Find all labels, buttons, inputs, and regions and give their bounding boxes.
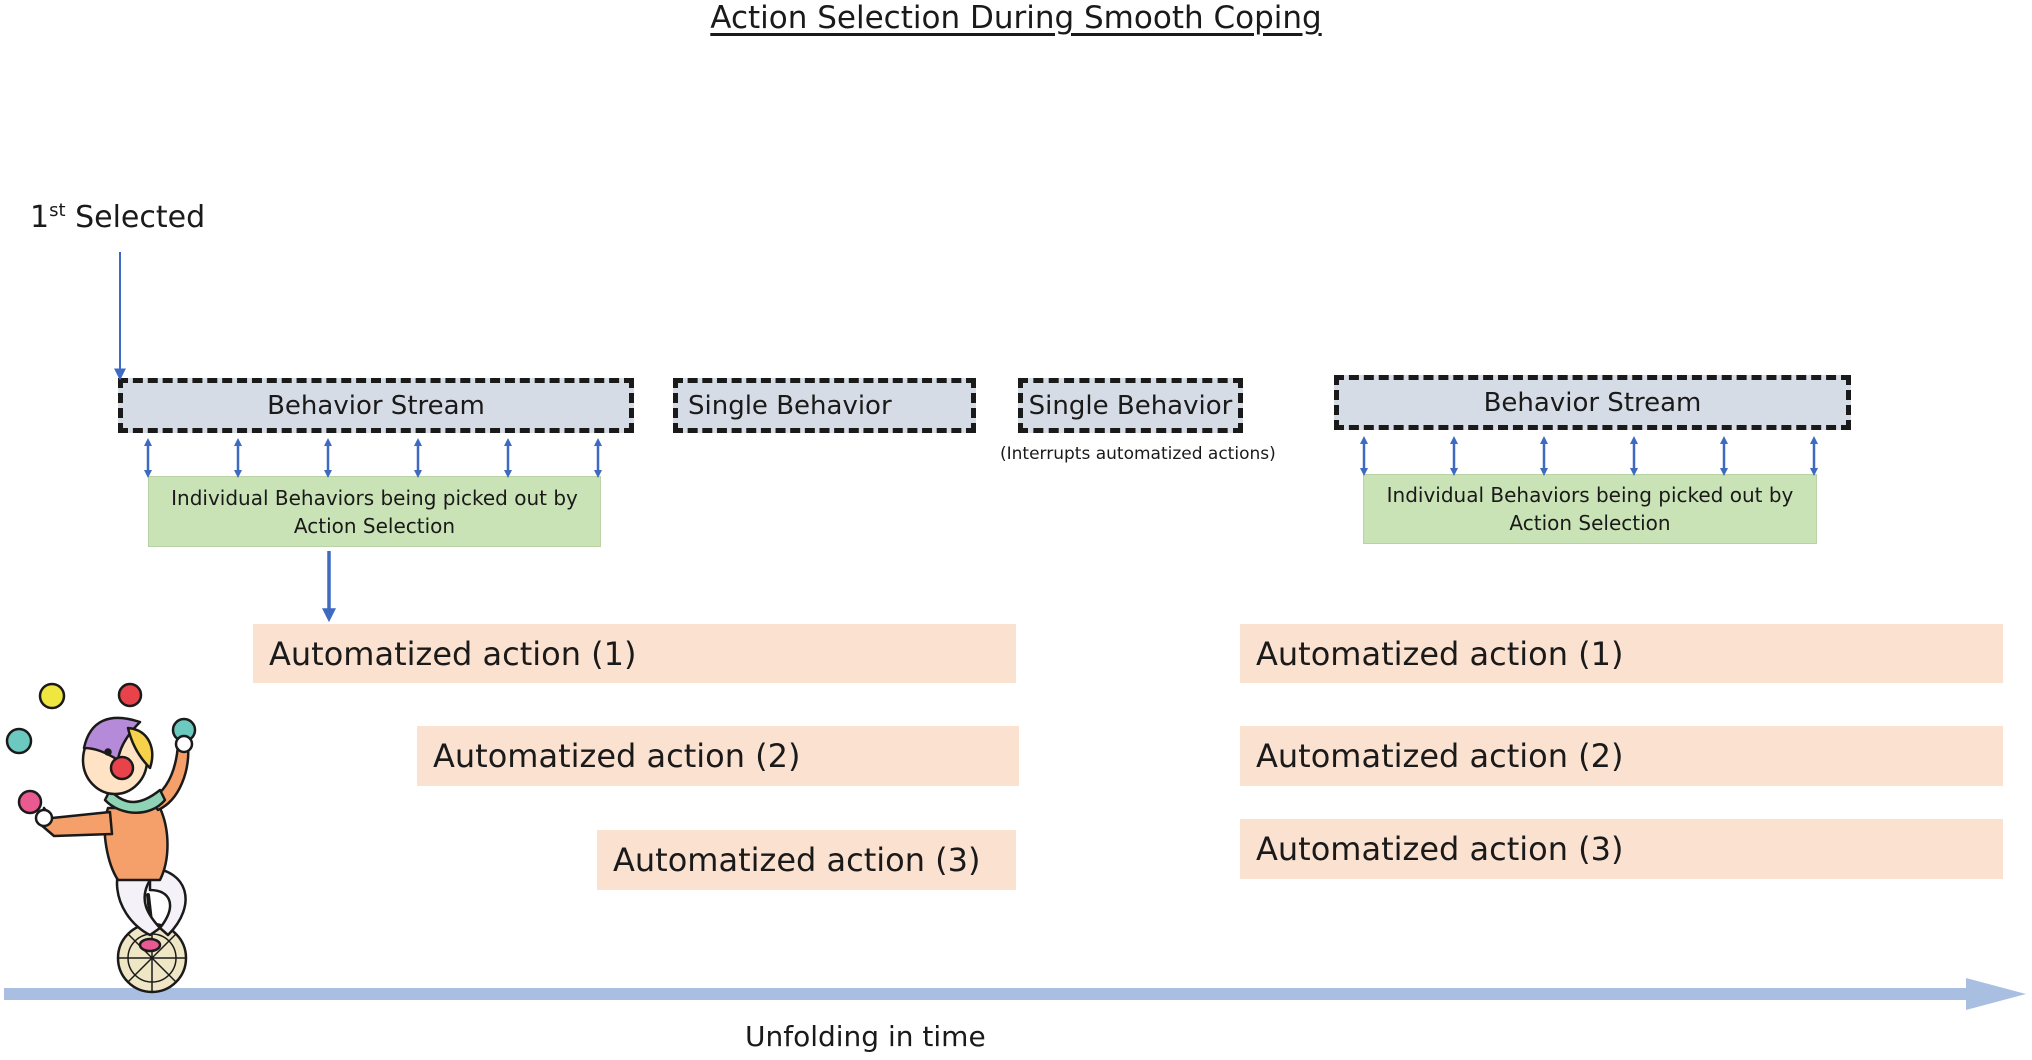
individual-behaviors-right: Individual Behaviors being picked out by… xyxy=(1363,474,1817,544)
individual-left-line2: Action Selection xyxy=(293,513,456,538)
single-behavior-2-label: Single Behavior xyxy=(1028,390,1233,421)
right-action-1-label: Automatized action (1) xyxy=(1256,634,1624,673)
individual-behaviors-left: Individual Behaviors being picked out by… xyxy=(148,476,601,547)
first-selected-suffix: st xyxy=(49,200,66,221)
first-selected-text: Selected xyxy=(65,200,206,235)
first-selected-label: 1st Selected xyxy=(30,200,205,235)
right-action-2-label: Automatized action (2) xyxy=(1256,737,1624,775)
right-action-3-label: Automatized action (3) xyxy=(1256,830,1624,868)
left-action-1: Automatized action (1) xyxy=(253,624,1016,683)
left-action-3: Automatized action (3) xyxy=(597,830,1016,890)
single-behavior-2: Single Behavior xyxy=(1018,378,1243,433)
behavior-stream-left-label: Behavior Stream xyxy=(267,390,485,421)
behavior-stream-left: Behavior Stream xyxy=(118,378,634,433)
single-behavior-1-label: Single Behavior xyxy=(688,390,892,421)
first-selected-ordinal: 1 xyxy=(30,200,50,235)
timeline-label: Unfolding in time xyxy=(745,1020,986,1053)
juggler-unicycle-illustration xyxy=(5,682,197,994)
right-action-2: Automatized action (2) xyxy=(1240,726,2003,786)
right-action-3: Automatized action (3) xyxy=(1240,819,2003,879)
left-action-2: Automatized action (2) xyxy=(417,726,1019,786)
individual-right-line1: Individual Behaviors being picked out by xyxy=(1386,483,1794,507)
behavior-stream-right-label: Behavior Stream xyxy=(1483,387,1702,418)
behavior-stream-right: Behavior Stream xyxy=(1334,375,1851,430)
individual-right-line2: Action Selection xyxy=(1509,511,1671,535)
right-action-1: Automatized action (1) xyxy=(1240,624,2003,683)
double-arrows-left xyxy=(143,437,603,479)
left-action-3-label: Automatized action (3) xyxy=(613,841,981,879)
left-action-2-label: Automatized action (2) xyxy=(433,737,801,775)
diagram-title: Action Selection During Smooth Coping xyxy=(710,0,1322,36)
individual-left-line1: Individual Behaviors being picked out by xyxy=(171,485,578,510)
interrupt-note: (Interrupts automatized actions) xyxy=(1000,444,1276,464)
timeline-arrow xyxy=(4,978,2026,1010)
single-behavior-1: Single Behavior xyxy=(673,378,976,433)
left-action-1-label: Automatized action (1) xyxy=(269,634,637,673)
double-arrows-right xyxy=(1359,435,1819,477)
